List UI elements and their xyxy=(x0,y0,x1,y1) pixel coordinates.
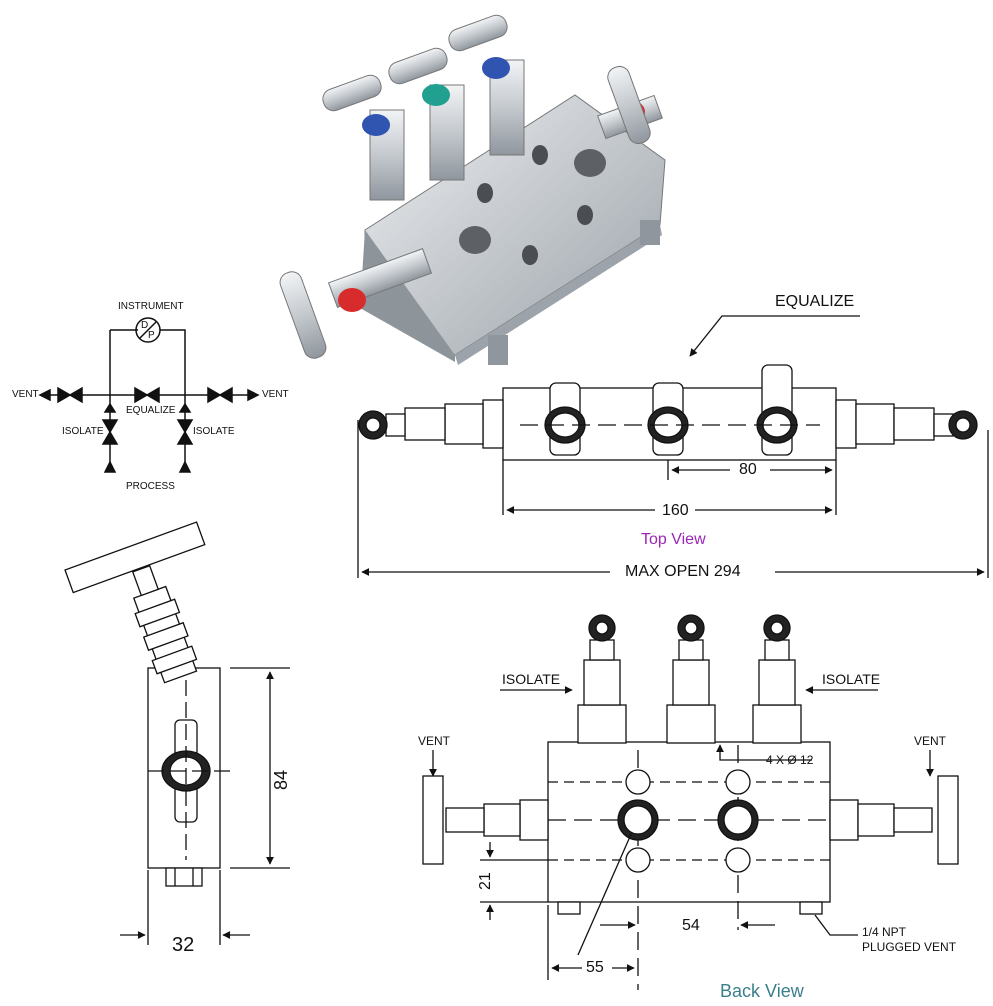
back-view-vent-right-label: VENT xyxy=(914,734,947,748)
top-view xyxy=(357,315,989,578)
back-view-npt-line1: 1/4 NPT xyxy=(862,925,907,939)
back-view-body xyxy=(547,741,831,903)
back-view-dim-21: 21 xyxy=(477,872,494,890)
schematic-equalize-label: EQUALIZE xyxy=(126,405,176,416)
back-view-vent-left-label: VENT xyxy=(418,734,451,748)
manifold-photo xyxy=(279,14,666,365)
side-view-dim-84: 84 xyxy=(271,769,291,790)
top-view-caption: Top View xyxy=(641,531,706,548)
schematic-isolate-right-label: ISOLATE xyxy=(193,426,235,437)
back-stem-right xyxy=(752,614,802,744)
back-view-npt-line2: PLUGGED VENT xyxy=(862,940,957,954)
schematic-isolate-left-label: ISOLATE xyxy=(62,426,104,437)
schematic-dp-bottom-label: P xyxy=(148,330,155,341)
top-view-equalize-label: EQUALIZE xyxy=(775,293,855,310)
schematic-vent-right-label: VENT xyxy=(262,389,289,400)
back-view-isolate-right-label: ISOLATE xyxy=(822,671,881,687)
top-view-dim-80: 80 xyxy=(739,461,757,478)
back-view-dim-54: 54 xyxy=(682,917,700,934)
schematic-process-label: PROCESS xyxy=(126,481,175,492)
side-view-dim-32: 32 xyxy=(172,934,195,956)
schematic xyxy=(38,317,260,473)
top-view-max-open-label: MAX OPEN 294 xyxy=(625,563,741,580)
top-view-dim-160: 160 xyxy=(662,502,689,519)
schematic-vent-left-label: VENT xyxy=(12,389,39,400)
back-stem-middle xyxy=(666,614,716,744)
back-view xyxy=(422,614,959,990)
schematic-instrument-label: INSTRUMENT xyxy=(118,301,184,312)
back-view-holes-label: 4 X Ø 12 xyxy=(766,753,814,767)
back-stem-left xyxy=(577,614,627,744)
dp-gauge xyxy=(135,317,161,343)
back-view-isolate-left-label: ISOLATE xyxy=(502,671,561,687)
side-view xyxy=(64,521,290,945)
schematic-dp-top-label: D xyxy=(141,320,149,331)
back-view-caption: Back View xyxy=(720,981,804,1001)
back-view-dim-55: 55 xyxy=(586,959,604,976)
